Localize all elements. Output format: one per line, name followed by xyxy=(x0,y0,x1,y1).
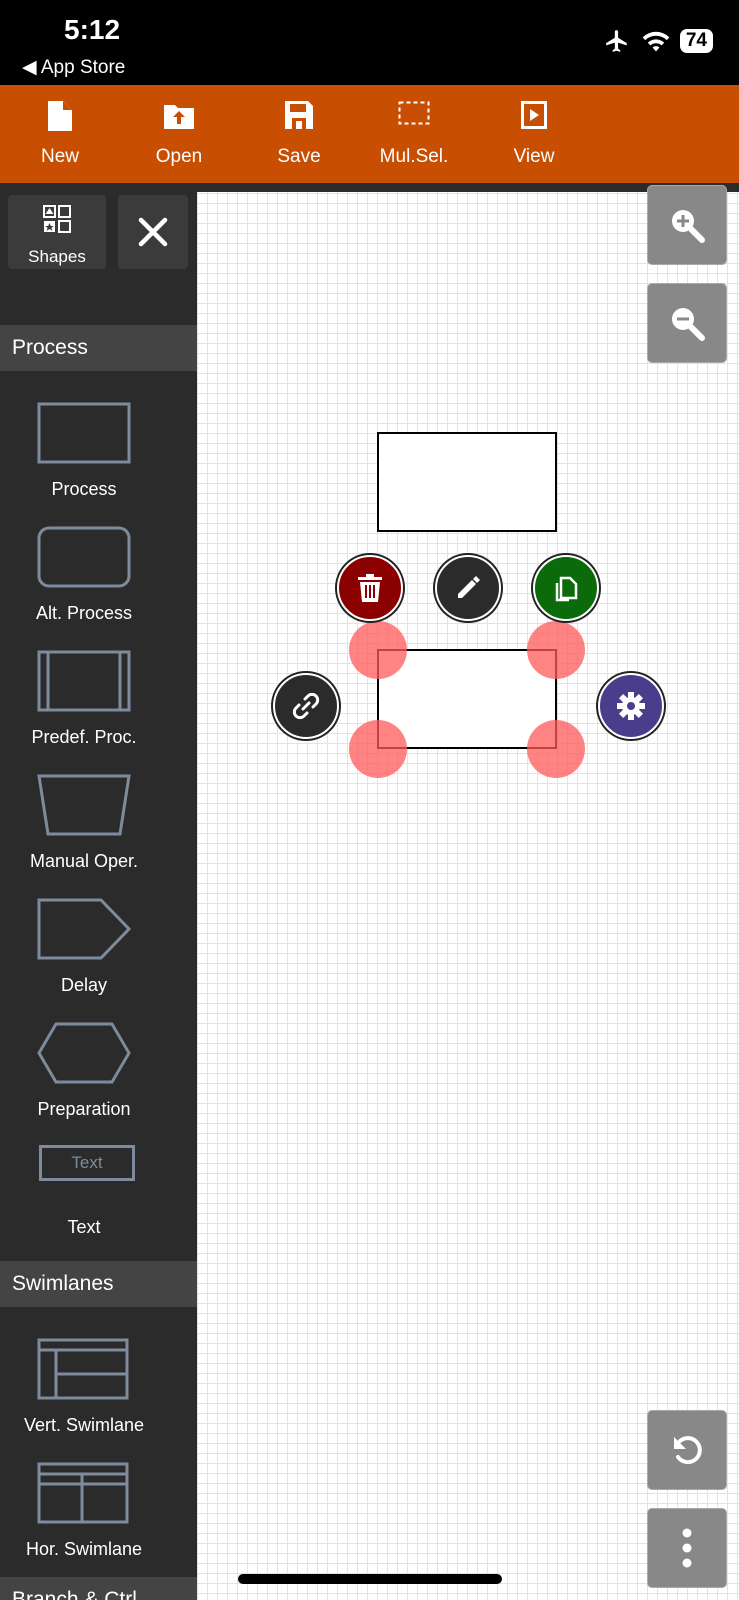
wifi-icon xyxy=(642,31,670,52)
shape-item-hor-swimlane[interactable]: Hor. Swimlane xyxy=(0,1461,168,1585)
new-button[interactable]: New xyxy=(15,85,105,183)
back-triangle-icon: ◀ xyxy=(22,57,37,78)
process-shape-selected[interactable] xyxy=(377,649,557,749)
shape-settings-button[interactable] xyxy=(598,673,664,739)
pencil-icon xyxy=(458,576,480,598)
more-options-button[interactable] xyxy=(647,1508,727,1588)
resize-handle-bottom-right[interactable] xyxy=(527,720,585,778)
text-shape-preview: Text xyxy=(71,1153,103,1172)
view-button[interactable]: View xyxy=(489,85,579,183)
home-indicator xyxy=(238,1574,502,1584)
section-process-header: Process xyxy=(0,325,197,371)
zoom-in-button[interactable] xyxy=(647,185,727,265)
shape-label: Delay xyxy=(60,975,108,995)
shape-label: Manual Oper. xyxy=(29,851,139,871)
canvas-top-border xyxy=(197,183,739,192)
main-toolbar: New Open Save Mul.Sel. View xyxy=(0,85,739,183)
section-swimlanes-header: Swimlanes xyxy=(0,1261,197,1307)
save-disk-icon xyxy=(285,101,313,129)
dashed-select-icon xyxy=(398,101,430,125)
open-label: Open xyxy=(155,146,203,167)
link-shape-button[interactable] xyxy=(273,673,339,739)
shape-item-predef-proc[interactable]: Predef. Proc. xyxy=(0,649,168,773)
shapes-grid-icon xyxy=(43,205,71,233)
predefined-process-shape-icon xyxy=(37,650,131,712)
delete-shape-button[interactable] xyxy=(337,555,403,621)
status-time: 5:12 xyxy=(64,14,121,45)
back-label: App Store xyxy=(40,57,126,78)
edit-shape-button[interactable] xyxy=(435,555,501,621)
battery-indicator: 74 xyxy=(679,29,713,53)
zoom-in-icon xyxy=(672,210,705,243)
copy-shape-button[interactable] xyxy=(533,555,599,621)
shape-item-preparation[interactable]: Preparation xyxy=(0,1021,168,1145)
shape-item-delay[interactable]: Delay xyxy=(0,897,168,1021)
status-bar: 5:12 ◀ App Store 74 xyxy=(0,0,739,85)
resize-handle-bottom-left[interactable] xyxy=(349,720,407,778)
shape-label: Hor. Swimlane xyxy=(25,1539,143,1559)
section-branch-ctrl-header: Branch & Ctrl xyxy=(0,1577,197,1600)
shape-label: Preparation xyxy=(37,1099,131,1119)
drawing-canvas[interactable] xyxy=(197,183,739,1600)
shape-item-vert-swimlane[interactable]: Vert. Swimlane xyxy=(0,1337,168,1461)
alt-process-shape-icon xyxy=(37,526,131,588)
open-button[interactable]: Open xyxy=(134,85,224,183)
multi-select-button[interactable]: Mul.Sel. xyxy=(369,85,459,183)
resize-handle-top-left[interactable] xyxy=(349,621,407,679)
status-icons: 74 xyxy=(602,28,713,54)
process-shape-icon xyxy=(37,402,131,464)
shape-label: Text xyxy=(67,1217,101,1237)
shape-label: Predef. Proc. xyxy=(31,727,137,747)
shapes-sidebar: Shapes Process Process Alt. Process Pred… xyxy=(0,183,197,1600)
resize-handle-top-right[interactable] xyxy=(527,621,585,679)
undo-button[interactable] xyxy=(647,1410,727,1490)
zoom-out-button[interactable] xyxy=(647,283,727,363)
close-icon xyxy=(138,217,168,247)
link-icon xyxy=(292,692,320,720)
zoom-out-icon xyxy=(672,308,705,341)
manual-operation-shape-icon xyxy=(37,774,131,836)
gear-icon xyxy=(617,692,645,720)
play-view-icon xyxy=(521,101,547,129)
horizontal-swimlane-icon xyxy=(37,1462,129,1524)
shape-item-text[interactable]: Text Text xyxy=(0,1145,168,1269)
copy-icon xyxy=(555,576,578,602)
shape-item-process[interactable]: Process xyxy=(0,401,168,525)
airplane-icon xyxy=(606,30,627,52)
text-shape-icon: Text xyxy=(39,1145,135,1181)
back-to-app-store[interactable]: ◀ App Store xyxy=(22,56,125,79)
process-shape-top[interactable] xyxy=(377,432,557,532)
preparation-shape-icon xyxy=(37,1022,131,1084)
shape-item-manual-oper[interactable]: Manual Oper. xyxy=(0,773,168,897)
save-label: Save xyxy=(277,146,321,167)
mulsel-label: Mul.Sel. xyxy=(379,146,449,167)
new-label: New xyxy=(40,146,79,167)
shape-label: Process xyxy=(51,479,117,499)
delay-shape-icon xyxy=(37,898,132,960)
close-sidebar-button[interactable] xyxy=(118,195,188,269)
save-button[interactable]: Save xyxy=(254,85,344,183)
view-label: View xyxy=(513,146,555,167)
shapes-label: Shapes xyxy=(28,247,86,266)
vertical-swimlane-icon xyxy=(37,1338,129,1400)
shape-label: Vert. Swimlane xyxy=(23,1415,145,1435)
shapes-button[interactable]: Shapes xyxy=(8,195,106,269)
open-folder-icon xyxy=(164,105,194,129)
undo-icon xyxy=(674,1436,702,1465)
shape-label: Alt. Process xyxy=(35,603,133,623)
new-file-icon xyxy=(48,101,72,131)
trash-icon xyxy=(358,574,382,602)
shape-item-alt-process[interactable]: Alt. Process xyxy=(0,525,168,649)
more-vertical-icon xyxy=(682,1528,692,1568)
